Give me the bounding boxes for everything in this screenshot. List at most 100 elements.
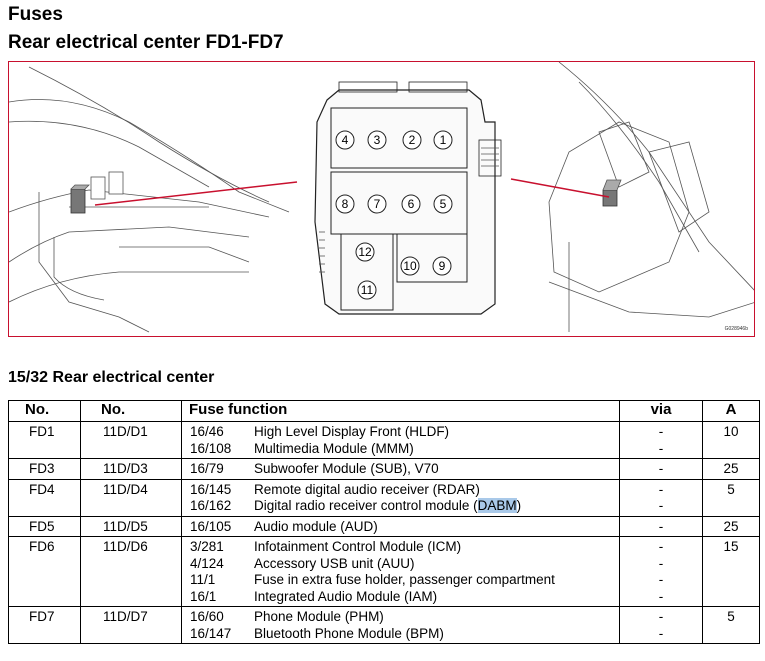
figure-code: G028946b (724, 326, 748, 332)
section-title: 15/32 Rear electrical center (8, 369, 215, 386)
fuse-circle: 1 (433, 130, 453, 150)
table-header-row: No. No. Fuse function via A (8, 400, 760, 422)
via-cell: -- (619, 421, 703, 459)
component-code: 16/105 (190, 518, 232, 534)
fuse-box-figure: 4 3 2 1 8 7 6 5 12 10 9 11 G028946b (8, 61, 755, 337)
amperage-cell: 5 (702, 478, 760, 517)
fuse-box-illustration: 4 3 2 1 8 7 6 5 12 10 9 11 (9, 62, 754, 333)
via-value: - (658, 572, 664, 587)
component-code: 16/79 (190, 461, 224, 476)
function-text: Infotainment Control Module (ICM) (254, 539, 462, 554)
fuse-ref-cell: 11D/D4 (80, 478, 182, 517)
fuse-number: 2 (409, 133, 416, 147)
function-text: Accessory USB unit (AUU) (254, 555, 415, 571)
fuse-function-cell: 3/281 Infotainment Control Module (ICM) 4/… (181, 536, 620, 607)
function-line: 16/46 High Level Display Front (HLDF) (190, 424, 619, 441)
fuse-number: 10 (403, 259, 417, 273)
fuse-number: 3 (374, 133, 381, 147)
amperage-cell: 25 (702, 515, 760, 537)
fuse-circle: 12 (355, 242, 375, 262)
fuse-id-cell: FD7 (8, 606, 81, 644)
via-value: - (658, 424, 664, 439)
fuse-id-cell: FD3 (8, 458, 81, 480)
fuse-number: 8 (342, 197, 349, 211)
via-cell: - (619, 458, 703, 480)
header-no: No. (8, 400, 81, 422)
function-text-suffix: ) (516, 498, 522, 513)
via-value: - (658, 498, 664, 513)
component-code: 16/60 (190, 609, 224, 624)
fuse-function-cell: 16/46 High Level Display Front (HLDF) 16/1… (181, 421, 620, 459)
via-value: - (658, 461, 664, 476)
via-cell: -- (619, 606, 703, 644)
fuse-function-cell: 16/79 Subwoofer Module (SUB), V70 (181, 458, 620, 480)
fuse-number: 5 (440, 197, 447, 211)
page-title: Fuses (8, 4, 63, 25)
via-value: - (658, 518, 664, 534)
function-text: Remote digital audio receiver (RDAR) (254, 481, 480, 497)
via-value: - (658, 440, 664, 456)
fuse-circle: 11 (357, 280, 377, 300)
function-text: High Level Display Front (HLDF) (254, 424, 450, 439)
amperage-cell: 25 (702, 458, 760, 480)
component-code: 4/124 (190, 555, 224, 571)
component-code: 3/281 (190, 539, 224, 554)
component-code: 16/46 (190, 424, 224, 439)
component-code: 11/1 (190, 572, 216, 587)
fuse-ref-cell: 11D/D1 (80, 421, 182, 459)
function-text: Digital radio receiver control module ( (254, 498, 478, 513)
via-value: - (658, 555, 664, 571)
function-text: Fuse in extra fuse holder, passenger com… (254, 572, 555, 587)
function-line: 16/79 Subwoofer Module (SUB), V70 (190, 461, 619, 478)
function-line: 3/281 Infotainment Control Module (ICM) (190, 539, 619, 556)
function-text: Subwoofer Module (SUB), V70 (254, 461, 439, 476)
via-cell: - (619, 515, 703, 537)
header-amps: A (702, 400, 760, 422)
fuse-ref-cell: 11D/D7 (80, 606, 182, 644)
function-text: Integrated Audio Module (IAM) (254, 588, 438, 604)
via-value: - (658, 588, 664, 604)
fuse-number: 12 (358, 245, 372, 259)
via-cell: -- (619, 478, 703, 517)
amperage-cell: 15 (702, 536, 760, 607)
via-cell: ---- (619, 536, 703, 607)
fuse-circle: 9 (432, 256, 452, 276)
header-via: via (619, 400, 703, 422)
header-fuse-function: Fuse function (181, 400, 620, 422)
via-value: - (658, 609, 664, 624)
fuse-id-cell: FD6 (8, 536, 81, 607)
fuse-circle: 7 (367, 194, 387, 214)
fuse-circle: 2 (402, 130, 422, 150)
component-code: 16/108 (190, 440, 232, 456)
function-text: Bluetooth Phone Module (BPM) (254, 625, 444, 641)
amperage-cell: 10 (702, 421, 760, 459)
fuse-circle: 3 (367, 130, 387, 150)
function-line: 4/124 Accessory USB unit (AUU) (190, 556, 619, 573)
via-value: - (658, 481, 664, 497)
fuse-id-cell: FD5 (8, 515, 81, 537)
via-value: - (658, 539, 664, 554)
fuse-ref-cell: 11D/D3 (80, 458, 182, 480)
fuse-number: 4 (342, 133, 349, 147)
fuse-number: 1 (440, 133, 447, 147)
fuse-circle: 8 (335, 194, 355, 214)
component-code: 16/162 (190, 498, 232, 513)
highlighted-text[interactable]: DABM (477, 498, 517, 513)
